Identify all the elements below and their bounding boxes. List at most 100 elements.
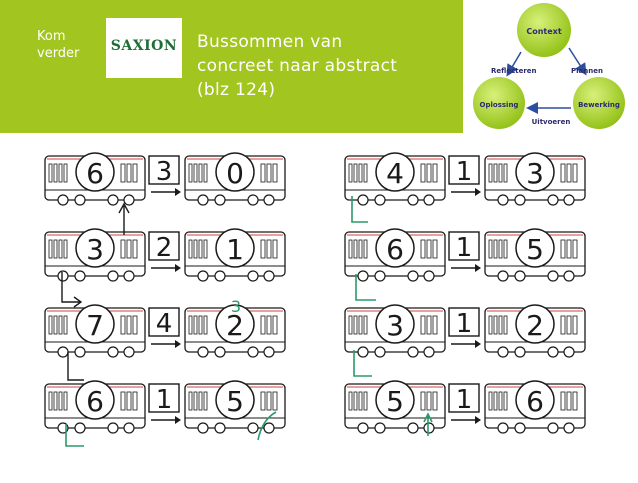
bus-wheel <box>497 194 509 206</box>
bus-window <box>126 315 132 335</box>
bus-number-circle <box>375 228 415 268</box>
hand-arrow-up <box>118 202 130 235</box>
bus-wheel <box>247 422 259 434</box>
operator-number: 1 <box>456 385 473 415</box>
bus-wheel <box>123 194 135 206</box>
bus-start-number: 5 <box>386 385 404 418</box>
hand-arrow-bent <box>67 352 84 381</box>
operator-number: 2 <box>156 233 173 263</box>
brand-line-2: verder <box>37 46 80 61</box>
bus-wheel <box>197 270 209 282</box>
hand-arrow-up-green <box>423 412 433 436</box>
bus-result-number: 5 <box>526 233 544 266</box>
bus-window <box>503 163 508 183</box>
bus-window <box>53 315 58 335</box>
bus-window <box>560 315 566 335</box>
operator-number: 4 <box>156 309 173 339</box>
bus-wheel <box>74 270 86 282</box>
hand-arrow-green <box>353 350 372 377</box>
bus-window <box>266 315 272 335</box>
bus-window <box>566 391 572 411</box>
title-line-3: (blz 124) <box>197 80 276 100</box>
bus-window <box>132 163 138 183</box>
bus-number-circle <box>75 152 115 192</box>
hand-arrow-bent <box>61 272 83 308</box>
bus-window <box>126 391 132 411</box>
label-reflecteren: Reflecteren <box>491 67 537 75</box>
bus-window <box>493 315 498 335</box>
bus-wheel <box>123 422 135 434</box>
bus-wheel <box>563 346 575 358</box>
operator-arrow-head <box>475 340 481 348</box>
bus-window <box>432 163 438 183</box>
bus-window <box>420 315 426 335</box>
bus-window <box>426 163 432 183</box>
bus-wheel <box>247 270 259 282</box>
bus-window <box>198 239 203 259</box>
brand-line-1: Kom <box>37 29 66 44</box>
bus-wheel <box>357 270 369 282</box>
bus-window <box>493 391 498 411</box>
bus-wheel <box>423 194 435 206</box>
bus-window <box>198 315 203 335</box>
bus-result-number: 0 <box>226 157 244 190</box>
bus-window <box>566 239 572 259</box>
bus-wheel <box>497 422 509 434</box>
bus-wheel <box>407 422 419 434</box>
bus-wheel <box>263 270 275 282</box>
node-oplossing <box>473 77 525 129</box>
bus-wheel <box>214 346 226 358</box>
hand-note-number: 3 <box>231 297 241 316</box>
bus-start-number: 3 <box>86 233 104 266</box>
bus-window <box>488 163 493 183</box>
bus-window <box>572 391 578 411</box>
bus-window <box>63 391 68 411</box>
bus-wheel <box>57 346 69 358</box>
bus-window <box>572 239 578 259</box>
bus-window <box>363 315 368 335</box>
bus-wheel <box>247 194 259 206</box>
bus-wheel <box>374 346 386 358</box>
bus-window <box>198 391 203 411</box>
saxion-logo: SAXION <box>106 18 182 78</box>
bus-wheel <box>107 270 119 282</box>
bus-window <box>432 391 438 411</box>
bus-window <box>58 315 63 335</box>
bus-window <box>58 391 63 411</box>
operator-arrow-head <box>175 188 181 196</box>
bus-wheel <box>263 346 275 358</box>
bus-wheel <box>214 194 226 206</box>
bus-number-circle <box>215 228 255 268</box>
bus-window <box>498 315 503 335</box>
operator-box <box>448 383 480 413</box>
bus-wheel <box>357 346 369 358</box>
bus-window <box>272 163 278 183</box>
bus-window <box>358 239 363 259</box>
bus-window <box>132 315 138 335</box>
bus-window <box>188 239 193 259</box>
bus-wheel <box>357 422 369 434</box>
operator-number: 3 <box>156 157 173 187</box>
bus-window <box>53 163 58 183</box>
label-bewerking: Bewerking <box>578 101 620 109</box>
bus-wheel <box>74 422 86 434</box>
bus-window <box>266 391 272 411</box>
bus-result-number: 2 <box>526 309 544 342</box>
bus-wheel <box>423 346 435 358</box>
bus-wheel <box>407 194 419 206</box>
bus-window <box>188 315 193 335</box>
bus-window <box>420 239 426 259</box>
bus-window <box>358 391 363 411</box>
bus-wheel <box>57 270 69 282</box>
bus-wheel <box>74 194 86 206</box>
bus-wheel <box>374 422 386 434</box>
bus-start-number: 6 <box>86 385 104 418</box>
bus-wheel <box>497 346 509 358</box>
bus-wheel <box>514 194 526 206</box>
operator-number: 1 <box>456 309 473 339</box>
operator-box <box>148 231 180 261</box>
bus-window <box>272 391 278 411</box>
bus-window <box>426 239 432 259</box>
bus-wheel <box>374 194 386 206</box>
